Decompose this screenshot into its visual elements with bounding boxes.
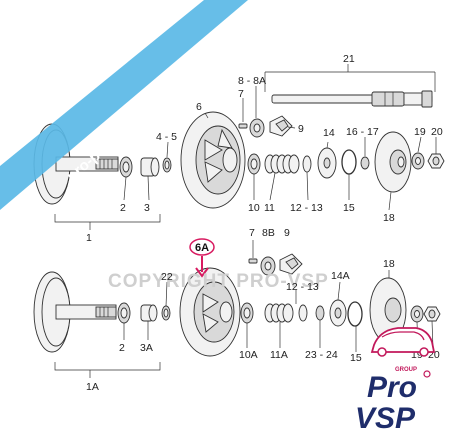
label-16-17: 16 - 17	[346, 126, 379, 138]
label-21: 21	[343, 53, 355, 65]
part-6a-highlight	[189, 238, 215, 278]
part-19-washer-lower	[410, 305, 424, 323]
label-1a: 1A	[86, 381, 99, 393]
part-1a-drive-pulley	[33, 271, 117, 353]
label-12-13-lower: 12 - 13	[286, 281, 319, 293]
label-19-lower: 19	[411, 349, 423, 361]
part-6-movable-sheave	[180, 111, 246, 209]
part-8-slider	[249, 118, 265, 138]
label-10: 10	[248, 202, 260, 214]
part-9-ramp-lower	[279, 253, 303, 275]
part-18-fixed-half	[374, 131, 412, 193]
part-20-nut-lower	[423, 306, 441, 322]
part-2-bearing	[119, 156, 133, 178]
label-7: 7	[238, 88, 244, 100]
label-8-8a: 8 - 8A	[238, 75, 266, 87]
part-20-nut	[427, 153, 445, 169]
part-7-pin	[238, 103, 248, 129]
label-18-lower: 18	[383, 258, 395, 270]
bracket-1	[54, 214, 161, 223]
part-12-13-collar	[302, 155, 312, 173]
part-3-bushing	[140, 157, 160, 177]
label-14a: 14A	[331, 270, 350, 282]
label-3a: 3A	[140, 342, 153, 354]
label-23-24: 23 - 24	[305, 349, 338, 361]
label-11a: 11A	[270, 349, 288, 361]
brand-logo: GROUP Pro VSP	[355, 327, 436, 435]
label-15: 15	[343, 202, 355, 214]
part-21-shaft	[264, 71, 436, 108]
part-15-circlip	[341, 149, 357, 175]
logo-group-text: GROUP	[395, 367, 417, 373]
labels-top: 21 8 - 8A 7 6 9 4 - 5 14 16 - 17 19 20 2…	[86, 53, 443, 244]
logo-dot-icon	[423, 370, 431, 378]
label-11: 11	[264, 202, 275, 214]
part-18-fixed-half-lower	[369, 277, 407, 343]
label-19: 19	[414, 126, 426, 138]
part-11-spring	[264, 154, 300, 174]
copyright-watermark: COPYRIGHT PRO-VSP	[108, 271, 329, 292]
part-8b-slider	[260, 256, 276, 276]
label-22: 22	[161, 271, 173, 283]
label-20: 20	[431, 126, 443, 138]
leader-lines-bottom	[123, 270, 434, 352]
part-11a-spring	[264, 303, 294, 323]
part-3a-bushing	[140, 304, 158, 322]
logo-pro-text: Pro	[367, 371, 417, 404]
site-banner: pro-piece-vsp.com	[0, 0, 248, 210]
label-7-lower: 7	[249, 227, 255, 239]
part-2-bearing-lower	[117, 302, 131, 324]
label-6a: 6A	[195, 242, 209, 254]
label-10a: 10A	[239, 349, 258, 361]
label-15-lower: 15	[350, 352, 362, 364]
label-18: 18	[383, 212, 395, 224]
part-6a-movable-sheave	[179, 267, 241, 357]
label-3: 3	[144, 202, 150, 214]
label-2-lower: 2	[119, 342, 125, 354]
label-6: 6	[196, 101, 202, 113]
part-15-circlip-lower	[347, 301, 363, 327]
label-14: 14	[323, 127, 335, 139]
part-10-washer	[247, 153, 261, 175]
label-12-13: 12 - 13	[290, 202, 323, 214]
car-icon	[370, 327, 436, 357]
label-9-lower: 9	[284, 227, 290, 239]
part-4-5-ring	[162, 157, 172, 173]
label-9: 9	[298, 123, 304, 135]
label-20-lower: 20	[428, 349, 440, 361]
label-1: 1	[86, 232, 92, 244]
part-14a-disc	[329, 299, 347, 327]
part-16-17-nut	[360, 156, 370, 170]
logo-vsp-text: VSP	[355, 402, 416, 435]
part-12-13-collar-lower	[298, 304, 308, 322]
bracket-1a	[54, 362, 161, 371]
labels-bottom: 6A 7 8B 9 22 18 14A 12 - 13 2 3A 10A 11A…	[86, 227, 440, 393]
part-19-washer	[411, 152, 425, 170]
label-8b: 8B	[262, 227, 275, 239]
part-10a-washer	[240, 302, 254, 324]
part-23-24-ring	[315, 305, 325, 321]
label-2: 2	[120, 202, 126, 214]
part-14-disc	[317, 147, 337, 179]
leader-lines-top	[123, 64, 437, 211]
part-7-pin-lower	[248, 240, 258, 264]
part-9-ramp	[269, 115, 293, 137]
part-22-ring	[161, 305, 171, 321]
label-4-5: 4 - 5	[156, 131, 177, 143]
